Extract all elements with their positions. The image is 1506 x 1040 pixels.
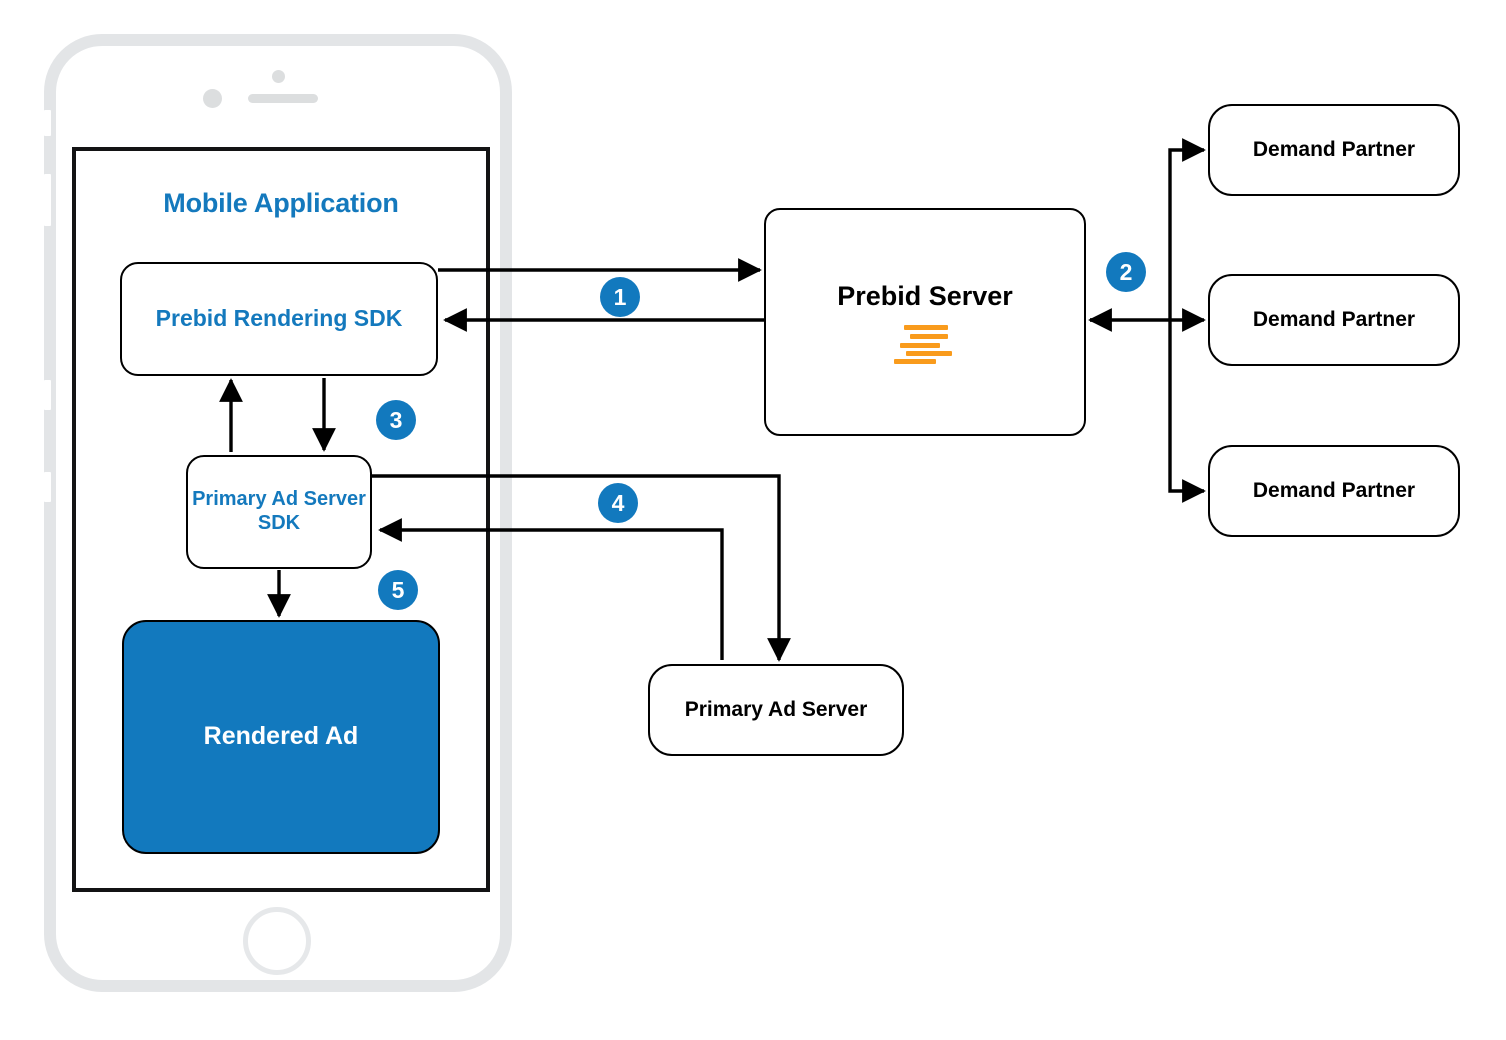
node-demand-partner-1[interactable]: Demand Partner — [1208, 104, 1460, 196]
node-prebid-rendering-sdk[interactable]: Prebid Rendering SDK — [120, 262, 438, 376]
node-primary-ad-server-sdk[interactable]: Primary Ad Server SDK — [186, 455, 372, 569]
phone-silent-button[interactable] — [44, 472, 51, 502]
node-prebid-server[interactable]: Prebid Server — [764, 208, 1086, 436]
node-rendered-ad[interactable]: Rendered Ad — [122, 620, 440, 854]
phone-volume-up-button[interactable] — [44, 174, 51, 226]
node-prebid-server-label: Prebid Server — [837, 281, 1013, 312]
node-demand-partner-2[interactable]: Demand Partner — [1208, 274, 1460, 366]
node-demand-partner-3[interactable]: Demand Partner — [1208, 445, 1460, 537]
edge-2-bottom — [1168, 320, 1206, 503]
node-demand-partner-1-label: Demand Partner — [1252, 137, 1416, 161]
node-rendered-ad-label: Rendered Ad — [203, 722, 359, 751]
step-badge-5: 5 — [378, 570, 418, 610]
step-badge-2: 2 — [1106, 252, 1146, 292]
camera-dot-icon — [272, 70, 285, 83]
phone-volume-down-button[interactable] — [44, 380, 51, 410]
node-primary-ad-server-label: Primary Ad Server — [684, 697, 868, 721]
step-badge-4: 4 — [598, 483, 638, 523]
node-prebid-rendering-sdk-label: Prebid Rendering SDK — [155, 305, 403, 332]
home-button-icon[interactable] — [243, 907, 311, 975]
step-badge-1: 1 — [600, 277, 640, 317]
mobile-application-title: Mobile Application — [163, 188, 399, 218]
sensor-dot-icon — [203, 89, 222, 108]
node-demand-partner-2-label: Demand Partner — [1252, 307, 1416, 331]
prebid-logo-icon — [894, 324, 956, 364]
node-primary-ad-server-sdk-label: Primary Ad Server SDK — [192, 488, 366, 534]
node-demand-partner-3-label: Demand Partner — [1252, 478, 1416, 502]
edge-2-top — [1168, 138, 1206, 320]
step-badge-3: 3 — [376, 400, 416, 440]
speaker-bar-icon — [248, 94, 318, 103]
phone-mute-switch[interactable] — [44, 110, 51, 136]
node-primary-ad-server[interactable]: Primary Ad Server — [648, 664, 904, 756]
